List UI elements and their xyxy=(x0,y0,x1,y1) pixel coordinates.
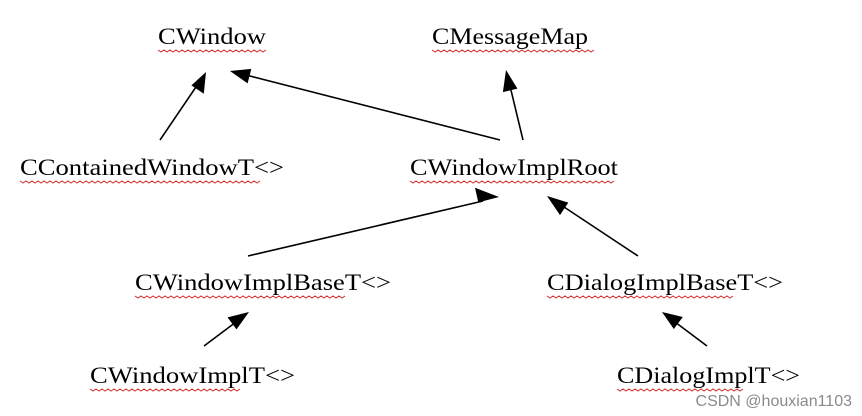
spellcheck-underline xyxy=(89,388,241,392)
edge-cwindowimplbaset-to-cwindowimplroot xyxy=(247,187,499,257)
watermark-text: CSDN @houxian1103 xyxy=(696,393,853,410)
node-cwindowimplbaset: CWindowImplBaseT<> xyxy=(134,270,391,299)
node-label-cwindow: CWindow xyxy=(158,24,266,49)
edge-cdialogimplbaset-to-cwindowimplroot xyxy=(547,196,639,257)
node-label-cwindowimplt: CWindowImplT<> xyxy=(90,363,295,388)
edges xyxy=(159,68,708,347)
node-label-cdialogimplbaset: CDialogImplBaseT<> xyxy=(547,270,783,295)
node-cmessagemap: CMessageMap xyxy=(431,24,595,53)
edge-cwindowimplroot-to-cmessagemap xyxy=(502,70,524,141)
node-cwindowimplroot: CWindowImplRoot xyxy=(409,155,619,184)
spellcheck-underline xyxy=(134,295,346,299)
node-cwindowimplt: CWindowImplT<> xyxy=(89,363,295,392)
spellcheck-underline xyxy=(157,49,267,53)
node-cwindow: CWindow xyxy=(157,24,267,53)
node-label-ccontainedwindowt: CContainedWindowT<> xyxy=(20,155,284,180)
spellcheck-underline xyxy=(616,388,744,392)
edge-cwindowimplt-to-cwindowimplbaset xyxy=(203,312,249,347)
node-cdialogimplt: CDialogImplT<> xyxy=(616,363,800,392)
node-label-cwindowimplbaset: CWindowImplBaseT<> xyxy=(135,270,391,295)
nodes: CWindow CMessageMap CContainedWindowT<> … xyxy=(19,24,800,392)
edge-ccontainedwindowt-to-cwindow xyxy=(159,72,206,141)
node-label-cwindowimplroot: CWindowImplRoot xyxy=(410,155,619,180)
edge-cwindowimplroot-to-cwindow xyxy=(230,68,501,141)
spellcheck-underline xyxy=(19,180,261,184)
spellcheck-underline xyxy=(546,295,734,299)
node-cdialogimplbaset: CDialogImplBaseT<> xyxy=(546,270,783,299)
node-label-cmessagemap: CMessageMap xyxy=(432,24,588,49)
edge-cdialogimplt-to-cdialogimplbaset xyxy=(662,312,708,347)
node-label-cdialogimplt: CDialogImplT<> xyxy=(617,363,800,388)
spellcheck-underline xyxy=(409,180,615,184)
spellcheck-underline xyxy=(431,49,595,53)
node-ccontainedwindowt: CContainedWindowT<> xyxy=(19,155,284,184)
